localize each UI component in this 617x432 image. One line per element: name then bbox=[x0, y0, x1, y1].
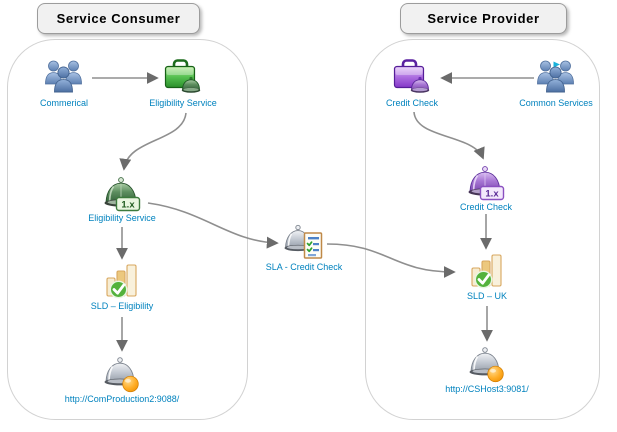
node-sld-eligibility[interactable]: SLD – Eligibility bbox=[37, 263, 207, 311]
node-endpoint-provider[interactable]: http://CSHost3:9081/ bbox=[402, 346, 572, 394]
connector-credit-check-app-to-v1 bbox=[413, 111, 485, 160]
node-eligibility-service-v1[interactable]: 1.x Eligibility Service bbox=[37, 177, 207, 223]
service-provider-title: Service Provider bbox=[400, 3, 567, 34]
version-badge: 1.x bbox=[485, 189, 499, 200]
node-label: SLD – UK bbox=[466, 291, 508, 301]
dome-version-icon: 1.x bbox=[104, 177, 141, 212]
node-label: Common Services bbox=[519, 98, 593, 108]
consumer-marker-icon bbox=[553, 61, 560, 68]
connector-sla-to-sld-uk bbox=[326, 243, 456, 278]
node-label: Credit Check bbox=[459, 202, 513, 212]
connector-eligibility-v1-to-sla bbox=[147, 202, 279, 249]
version-badge: 1.x bbox=[121, 200, 135, 211]
dome-version-icon: 1.x bbox=[468, 166, 505, 201]
node-endpoint-consumer[interactable]: http://ComProduction2:9088/ bbox=[37, 356, 207, 404]
connector-eligibility-app-to-v1 bbox=[119, 112, 187, 171]
node-label: http://ComProduction2:9088/ bbox=[64, 394, 180, 404]
endpoint-dome-icon bbox=[469, 347, 504, 383]
briefcase-service-icon bbox=[393, 59, 430, 93]
node-label: Commerical bbox=[39, 98, 88, 108]
node-commercial[interactable]: Commerical bbox=[0, 58, 149, 108]
briefcase-service-icon bbox=[164, 59, 201, 93]
node-label: Eligibility Service bbox=[88, 213, 156, 223]
node-sla-credit-check[interactable]: SLA - Credit Check bbox=[219, 224, 389, 272]
node-credit-check-v1[interactable]: 1.x Credit Check bbox=[401, 166, 571, 212]
users-icon bbox=[45, 60, 82, 93]
service-consumer-title-label: Service Consumer bbox=[56, 11, 181, 26]
node-sld-uk[interactable]: SLD – UK bbox=[402, 253, 572, 301]
node-credit-check-app[interactable]: Credit Check bbox=[327, 58, 497, 108]
service-consumer-title: Service Consumer bbox=[37, 3, 200, 34]
node-common-services[interactable]: Common Services bbox=[471, 58, 617, 108]
node-eligibility-service-app[interactable]: Eligibility Service bbox=[98, 58, 268, 108]
endpoint-dome-icon bbox=[104, 357, 139, 393]
sld-chart-check-icon bbox=[106, 264, 137, 299]
node-label: SLD – Eligibility bbox=[90, 301, 154, 311]
node-label: http://CSHost3:9081/ bbox=[445, 384, 529, 394]
service-provider-title-label: Service Provider bbox=[427, 11, 540, 26]
node-label: Eligibility Service bbox=[149, 98, 217, 108]
node-label: SLA - Credit Check bbox=[265, 262, 343, 272]
users-icon bbox=[537, 60, 574, 93]
sla-dome-checklist-icon bbox=[284, 224, 323, 259]
sld-chart-check-icon bbox=[471, 254, 502, 289]
node-label: Credit Check bbox=[385, 98, 439, 108]
service-consumer-group bbox=[7, 39, 248, 420]
